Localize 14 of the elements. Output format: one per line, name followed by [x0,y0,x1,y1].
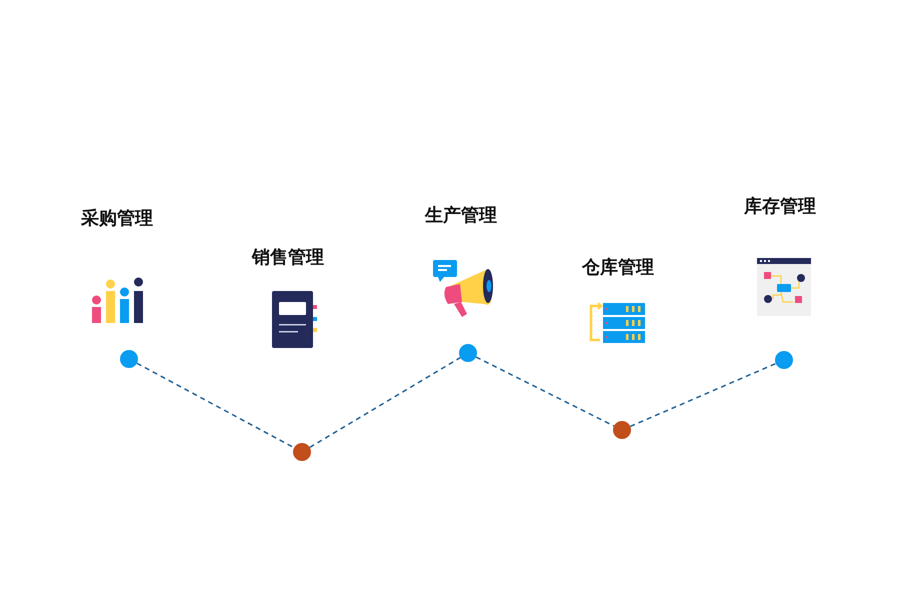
timeline-dot [120,350,138,368]
module-title: 采购管理 [81,207,153,230]
module-title: 仓库管理 [582,256,654,279]
timeline-dot [459,344,477,362]
timeline-dot [775,351,793,369]
module-title: 库存管理 [744,195,816,218]
dashed-connector [630,362,776,428]
module-title: 销售管理 [252,246,324,269]
module-title: 生产管理 [425,204,497,227]
timeline-dot [613,421,631,439]
dashed-connector [476,356,614,427]
dashed-connector [309,356,461,448]
timeline-dot [293,443,311,461]
dashed-connector [136,362,294,448]
